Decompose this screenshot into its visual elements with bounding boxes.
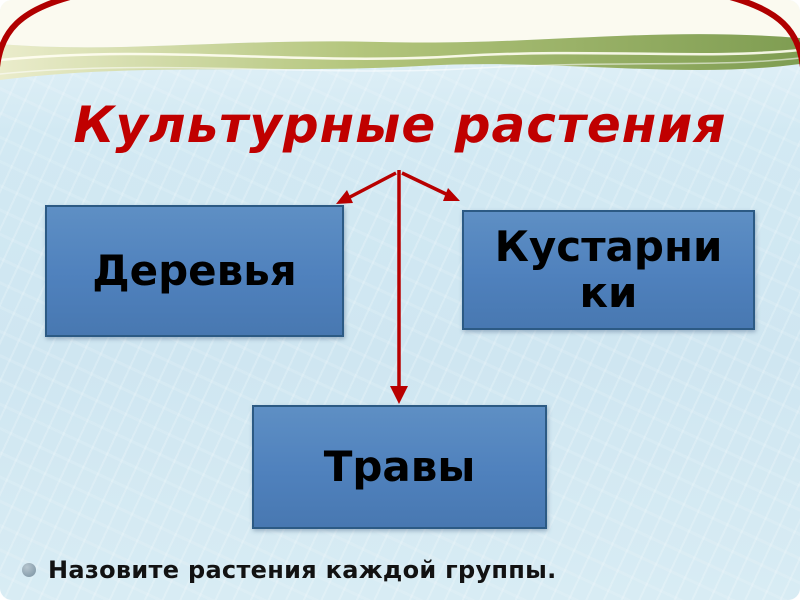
- top-wave-decoration: [0, 0, 800, 80]
- red-corner-arc-left: [0, 0, 71, 68]
- top-cream-area: [0, 0, 800, 48]
- footer-bullet-row: Назовите растения каждой группы.: [22, 556, 790, 584]
- arrow-right-head: [443, 188, 460, 201]
- arrow-left-head: [336, 190, 353, 204]
- box-grass: Травы: [252, 405, 547, 529]
- slide-title: Культурные растения: [73, 96, 727, 154]
- arrow-right-line: [401, 171, 447, 196]
- box-trees: Деревья: [45, 205, 344, 337]
- arrow-left-line: [349, 171, 397, 199]
- box-grass-label: Травы: [323, 441, 476, 491]
- box-shrubs: Кустарники: [462, 210, 755, 330]
- footer-text: Назовите растения каждой группы.: [48, 556, 557, 584]
- white-wave-line: [0, 48, 800, 62]
- box-shrubs-label: Кустарники: [494, 221, 723, 317]
- arrow-down-head: [390, 386, 408, 404]
- bullet-icon: [22, 563, 36, 577]
- white-wave-line-2: [0, 57, 800, 75]
- box-trees-label: Деревья: [92, 245, 297, 295]
- red-corner-arc-right: [729, 0, 800, 68]
